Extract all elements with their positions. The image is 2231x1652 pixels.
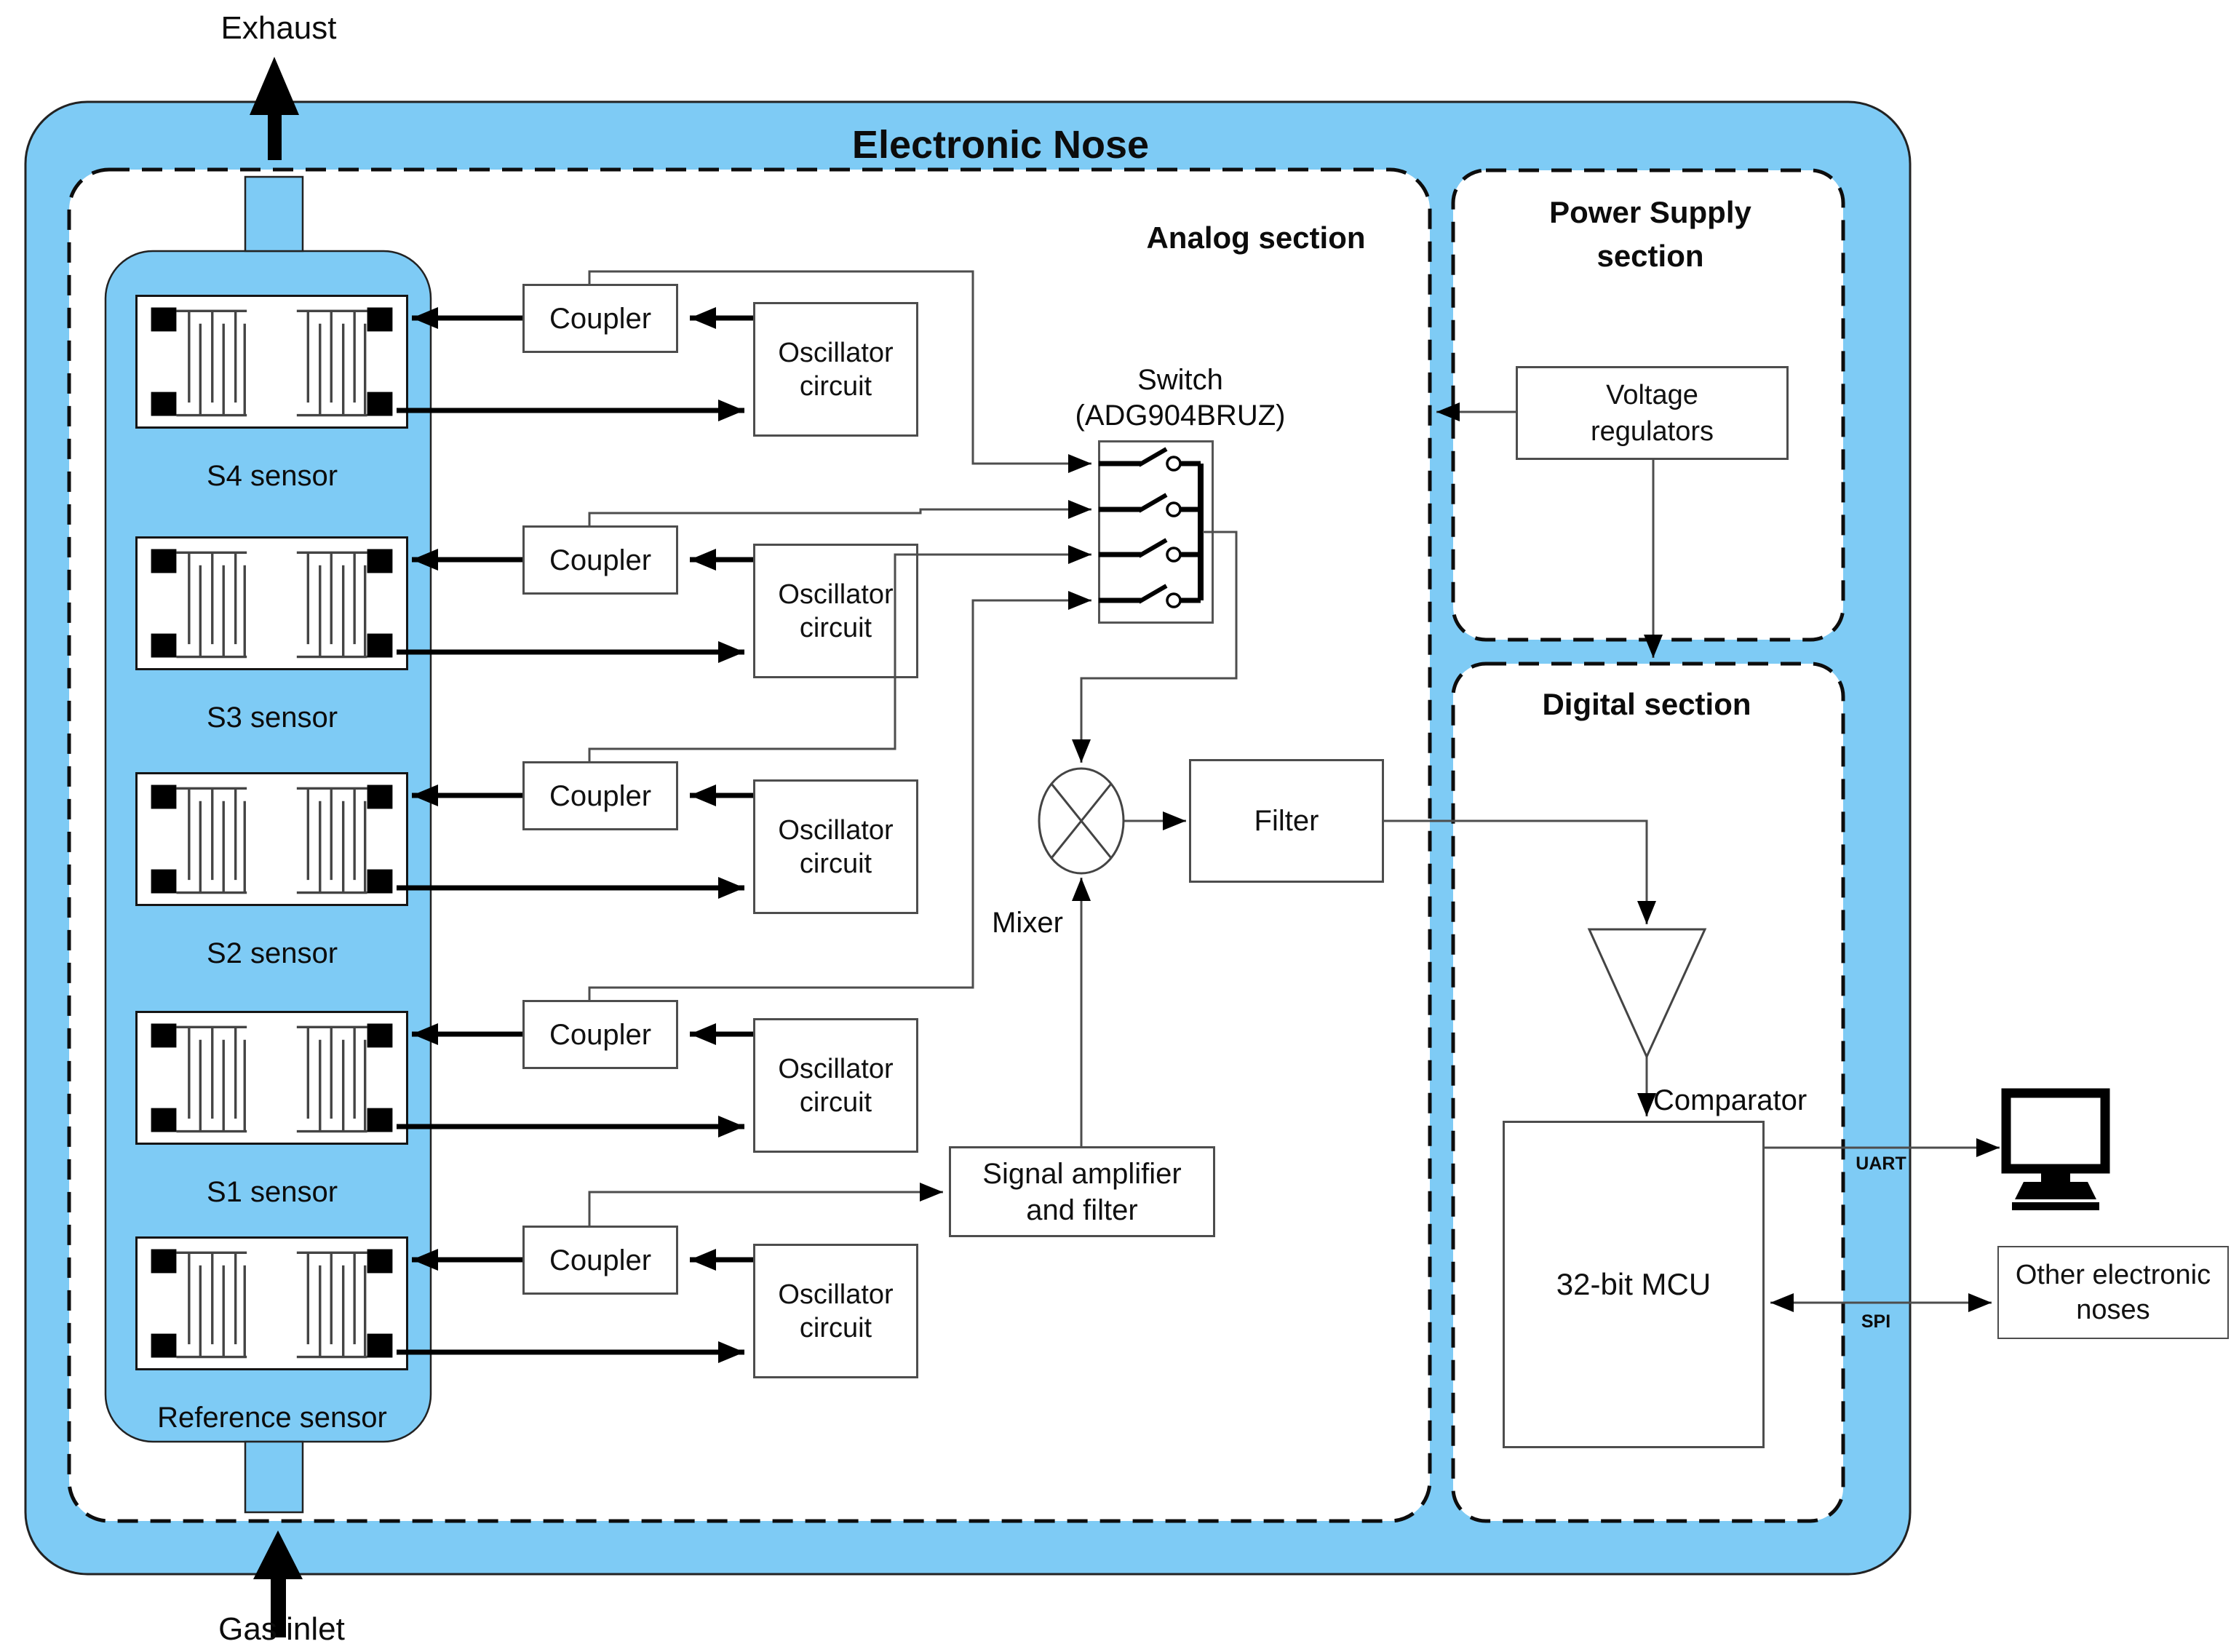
other-noses-block: Other electronic noses (1997, 1246, 2229, 1339)
switch-part-number: (ADG904BRUZ) (1075, 400, 1286, 432)
sensor-reference (135, 1236, 408, 1370)
idt-pattern (151, 1249, 393, 1359)
sensor-label-s2: S2 sensor (206, 937, 338, 969)
switch-name: Switch (1137, 364, 1223, 396)
mixer-label: Mixer (992, 907, 1063, 939)
switch-block (1098, 440, 1214, 624)
idt-pattern (151, 307, 393, 417)
sensor-label-s1: S1 sensor (206, 1176, 338, 1208)
chamber-exhaust-stub (244, 175, 304, 253)
chamber-inlet-stub (244, 1440, 304, 1514)
sensor-s1 (135, 1011, 408, 1145)
tap-s3 (588, 500, 1091, 525)
coupler-s3: Coupler (522, 525, 678, 595)
mixer-icon (1038, 767, 1125, 875)
sensor-s3 (135, 536, 408, 670)
digital-section-label: Digital section (1542, 687, 1751, 721)
switch-label: Switch (ADG904BRUZ) (1035, 362, 1326, 434)
signal-amplifier-block: Signal amplifier and filter (949, 1146, 1215, 1237)
uart-bus-label: UART (1856, 1153, 1906, 1174)
gas-inlet-label: Gas inlet (218, 1611, 345, 1647)
comparator-icon (1587, 928, 1707, 1060)
exhaust-arrow-icon (250, 57, 299, 160)
voltage-regulators-block: Voltage regulators (1516, 366, 1789, 460)
idt-pattern (151, 785, 393, 894)
sensor-label-s4: S4 sensor (206, 460, 338, 492)
power-section-label: Power Supply section (1549, 195, 1751, 273)
filter-block: Filter (1189, 759, 1384, 883)
coupler-s1: Coupler (522, 1000, 678, 1069)
analog-section-label: Analog section (1146, 221, 1366, 255)
coupler-reference: Coupler (522, 1226, 678, 1295)
oscillator-s1: Oscillator circuit (753, 1018, 918, 1153)
exhaust-label: Exhaust (220, 10, 337, 46)
sensor-s4 (135, 295, 408, 429)
sensor-label-reference: Reference sensor (157, 1402, 387, 1434)
comparator-label: Comparator (1653, 1084, 1808, 1116)
computer-monitor-icon (2001, 1088, 2110, 1210)
oscillator-s4: Oscillator circuit (753, 302, 918, 437)
idt-pattern (151, 549, 393, 659)
mcu-block: 32-bit MCU (1503, 1121, 1765, 1448)
page-title: Electronic Nose (851, 123, 1150, 167)
oscillator-s3: Oscillator circuit (753, 544, 918, 678)
coupler-s2: Coupler (522, 761, 678, 830)
wire-filter-to-comparator (1384, 819, 1656, 924)
tap-reference (588, 1183, 943, 1226)
oscillator-s2: Oscillator circuit (753, 779, 918, 914)
oscillator-reference: Oscillator circuit (753, 1244, 918, 1378)
sensor-s2 (135, 772, 408, 906)
sensor-label-s3: S3 sensor (206, 702, 338, 734)
coupler-s4: Coupler (522, 284, 678, 353)
spi-bus-label: SPI (1861, 1311, 1891, 1332)
idt-pattern (151, 1023, 393, 1133)
